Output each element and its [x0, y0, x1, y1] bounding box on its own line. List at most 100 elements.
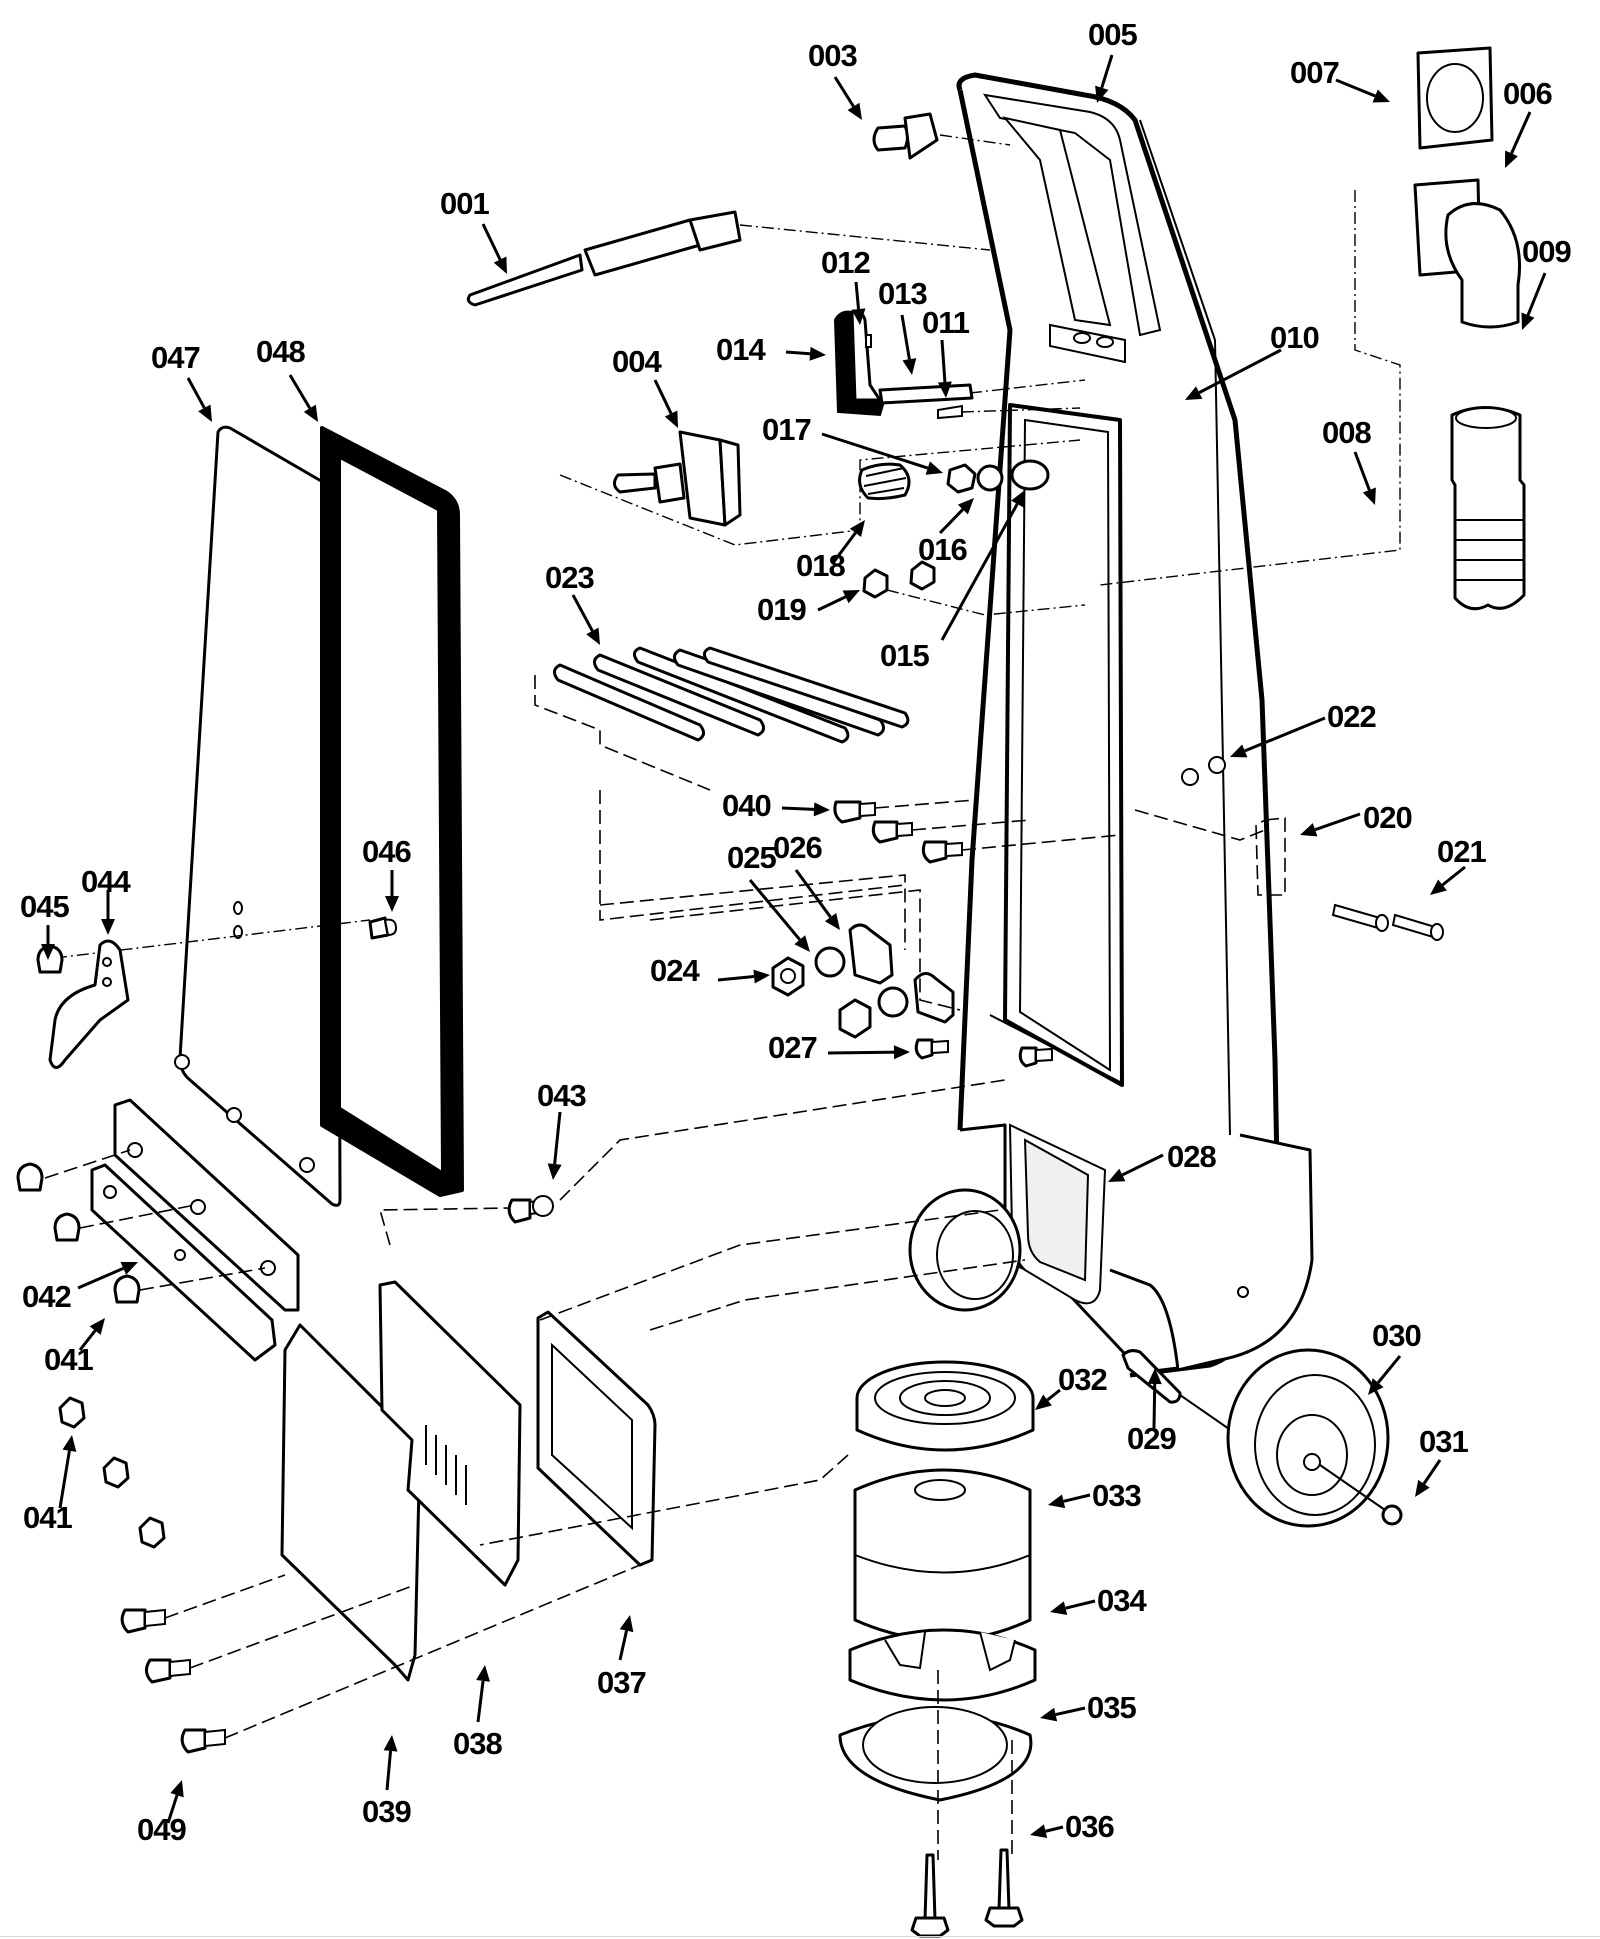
part-callout-030: 030	[1368, 1318, 1422, 1395]
part-number-label: 041	[44, 1342, 93, 1377]
part-callout-010: 010	[1185, 320, 1320, 400]
arrowhead-icon	[619, 1615, 634, 1633]
leader-line	[1065, 1599, 1096, 1610]
leader-line	[1510, 111, 1532, 155]
part-callout-023: 023	[545, 560, 600, 645]
part-callout-037: 037	[597, 1615, 647, 1700]
part-callout-016: 016	[918, 498, 974, 567]
page-bottom-border	[0, 1936, 1600, 1937]
part-number-label: 014	[716, 332, 766, 367]
part-number-label: 045	[20, 889, 69, 924]
part-number-label: 048	[256, 334, 305, 369]
part-callout-041: 041	[23, 1435, 77, 1535]
arrowhead-icon	[842, 590, 860, 604]
leader-line	[831, 531, 857, 564]
part-number-label: 037	[597, 1665, 646, 1700]
part-number-label: 020	[1363, 800, 1412, 835]
side-panel-drawing	[36, 425, 464, 1207]
leader-line	[1045, 1825, 1064, 1833]
leader-line	[854, 281, 861, 310]
part-callout-013: 013	[878, 276, 928, 375]
arrowhead-icon	[1147, 1368, 1162, 1385]
leader-line	[1526, 272, 1547, 316]
arrowhead-icon	[1185, 386, 1203, 400]
arrowhead-icon	[849, 520, 865, 538]
part-callout-022: 022	[1230, 699, 1377, 758]
part-callout-031: 031	[1415, 1424, 1469, 1497]
arrowhead-icon	[664, 410, 678, 428]
part-number-label: 007	[1290, 55, 1339, 90]
small-parts-cluster	[858, 459, 1086, 616]
arrowhead-icon	[1521, 312, 1535, 330]
leader-line	[476, 1680, 485, 1723]
part-callout-012: 012	[821, 245, 871, 325]
arrowhead-icon	[62, 1435, 77, 1452]
part-callout-015: 015	[880, 490, 1025, 673]
leader-line	[77, 1266, 124, 1290]
arrowhead-icon	[851, 308, 866, 325]
part-callout-008: 008	[1322, 415, 1376, 505]
heating-element-drawing	[534, 646, 910, 921]
part-number-label: 016	[918, 532, 967, 567]
motor-stack-drawing	[479, 1360, 1037, 1938]
part-number-label: 025	[727, 840, 776, 875]
part-callout-043: 043	[537, 1078, 587, 1180]
arrowhead-icon	[1230, 744, 1248, 758]
leader-line	[817, 595, 847, 612]
arrowhead-icon	[89, 1318, 105, 1335]
part-number-label: 049	[137, 1812, 186, 1847]
leader-line	[717, 975, 755, 982]
part-number-label: 046	[362, 834, 411, 869]
part-number-label: 024	[650, 953, 700, 988]
part-callout-006: 006	[1503, 76, 1553, 168]
arrowhead-icon	[902, 358, 917, 375]
part-callout-040: 040	[722, 788, 830, 823]
part-number-label: 032	[1058, 1362, 1107, 1397]
leader-line	[748, 879, 801, 941]
strip-bracket-drawing	[16, 1079, 1006, 1549]
part-callout-049: 049	[137, 1780, 187, 1847]
arrowhead-icon	[1048, 1494, 1066, 1509]
arrowhead-icon	[1415, 1479, 1430, 1497]
leader-line	[653, 379, 673, 415]
arrowhead-icon	[1035, 1394, 1052, 1410]
part-number-label: 034	[1097, 1583, 1147, 1618]
part-callout-038: 038	[453, 1665, 503, 1761]
part-number-label: 012	[821, 245, 870, 280]
arrowhead-icon	[893, 1045, 910, 1060]
arrowhead-icon	[120, 1261, 138, 1275]
arrowhead-icon	[1300, 823, 1318, 837]
part-callout-005: 005	[1088, 17, 1138, 103]
arrowhead-icon	[1095, 85, 1109, 103]
part-callout-032: 032	[1035, 1362, 1108, 1410]
arrowhead-icon	[847, 102, 862, 120]
leader-line	[166, 1794, 179, 1824]
part-number-label: 018	[796, 548, 845, 583]
part-number-label: 044	[81, 864, 131, 899]
part-callout-029: 029	[1127, 1368, 1177, 1456]
part-callout-017: 017	[762, 412, 943, 475]
leader-line	[1055, 1706, 1086, 1716]
part-callout-020: 020	[1300, 800, 1413, 837]
leader-line	[571, 594, 594, 632]
arrowhead-icon	[41, 944, 55, 960]
part-number-label: 009	[1522, 234, 1571, 269]
leader-line	[1063, 1493, 1091, 1503]
arrowhead-icon	[753, 969, 770, 984]
part-callout-027: 027	[768, 1030, 910, 1065]
part-callout-014: 014	[716, 332, 826, 367]
arrowhead-icon	[1030, 1824, 1048, 1839]
part-callout-046: 046	[362, 834, 412, 912]
part-number-label: 036	[1065, 1809, 1114, 1844]
part-callout-026: 026	[773, 830, 840, 930]
leader-line	[781, 806, 815, 811]
part-callout-009: 009	[1521, 234, 1572, 330]
part-callout-025: 025	[727, 840, 810, 952]
leader-line	[821, 432, 929, 470]
part-number-label: 040	[722, 788, 771, 823]
part-number-label: 017	[762, 412, 811, 447]
part-number-label: 019	[757, 592, 806, 627]
part-number-label: 027	[768, 1030, 817, 1065]
part-number-label: 026	[773, 830, 822, 865]
part-callout-011: 011	[922, 305, 971, 398]
